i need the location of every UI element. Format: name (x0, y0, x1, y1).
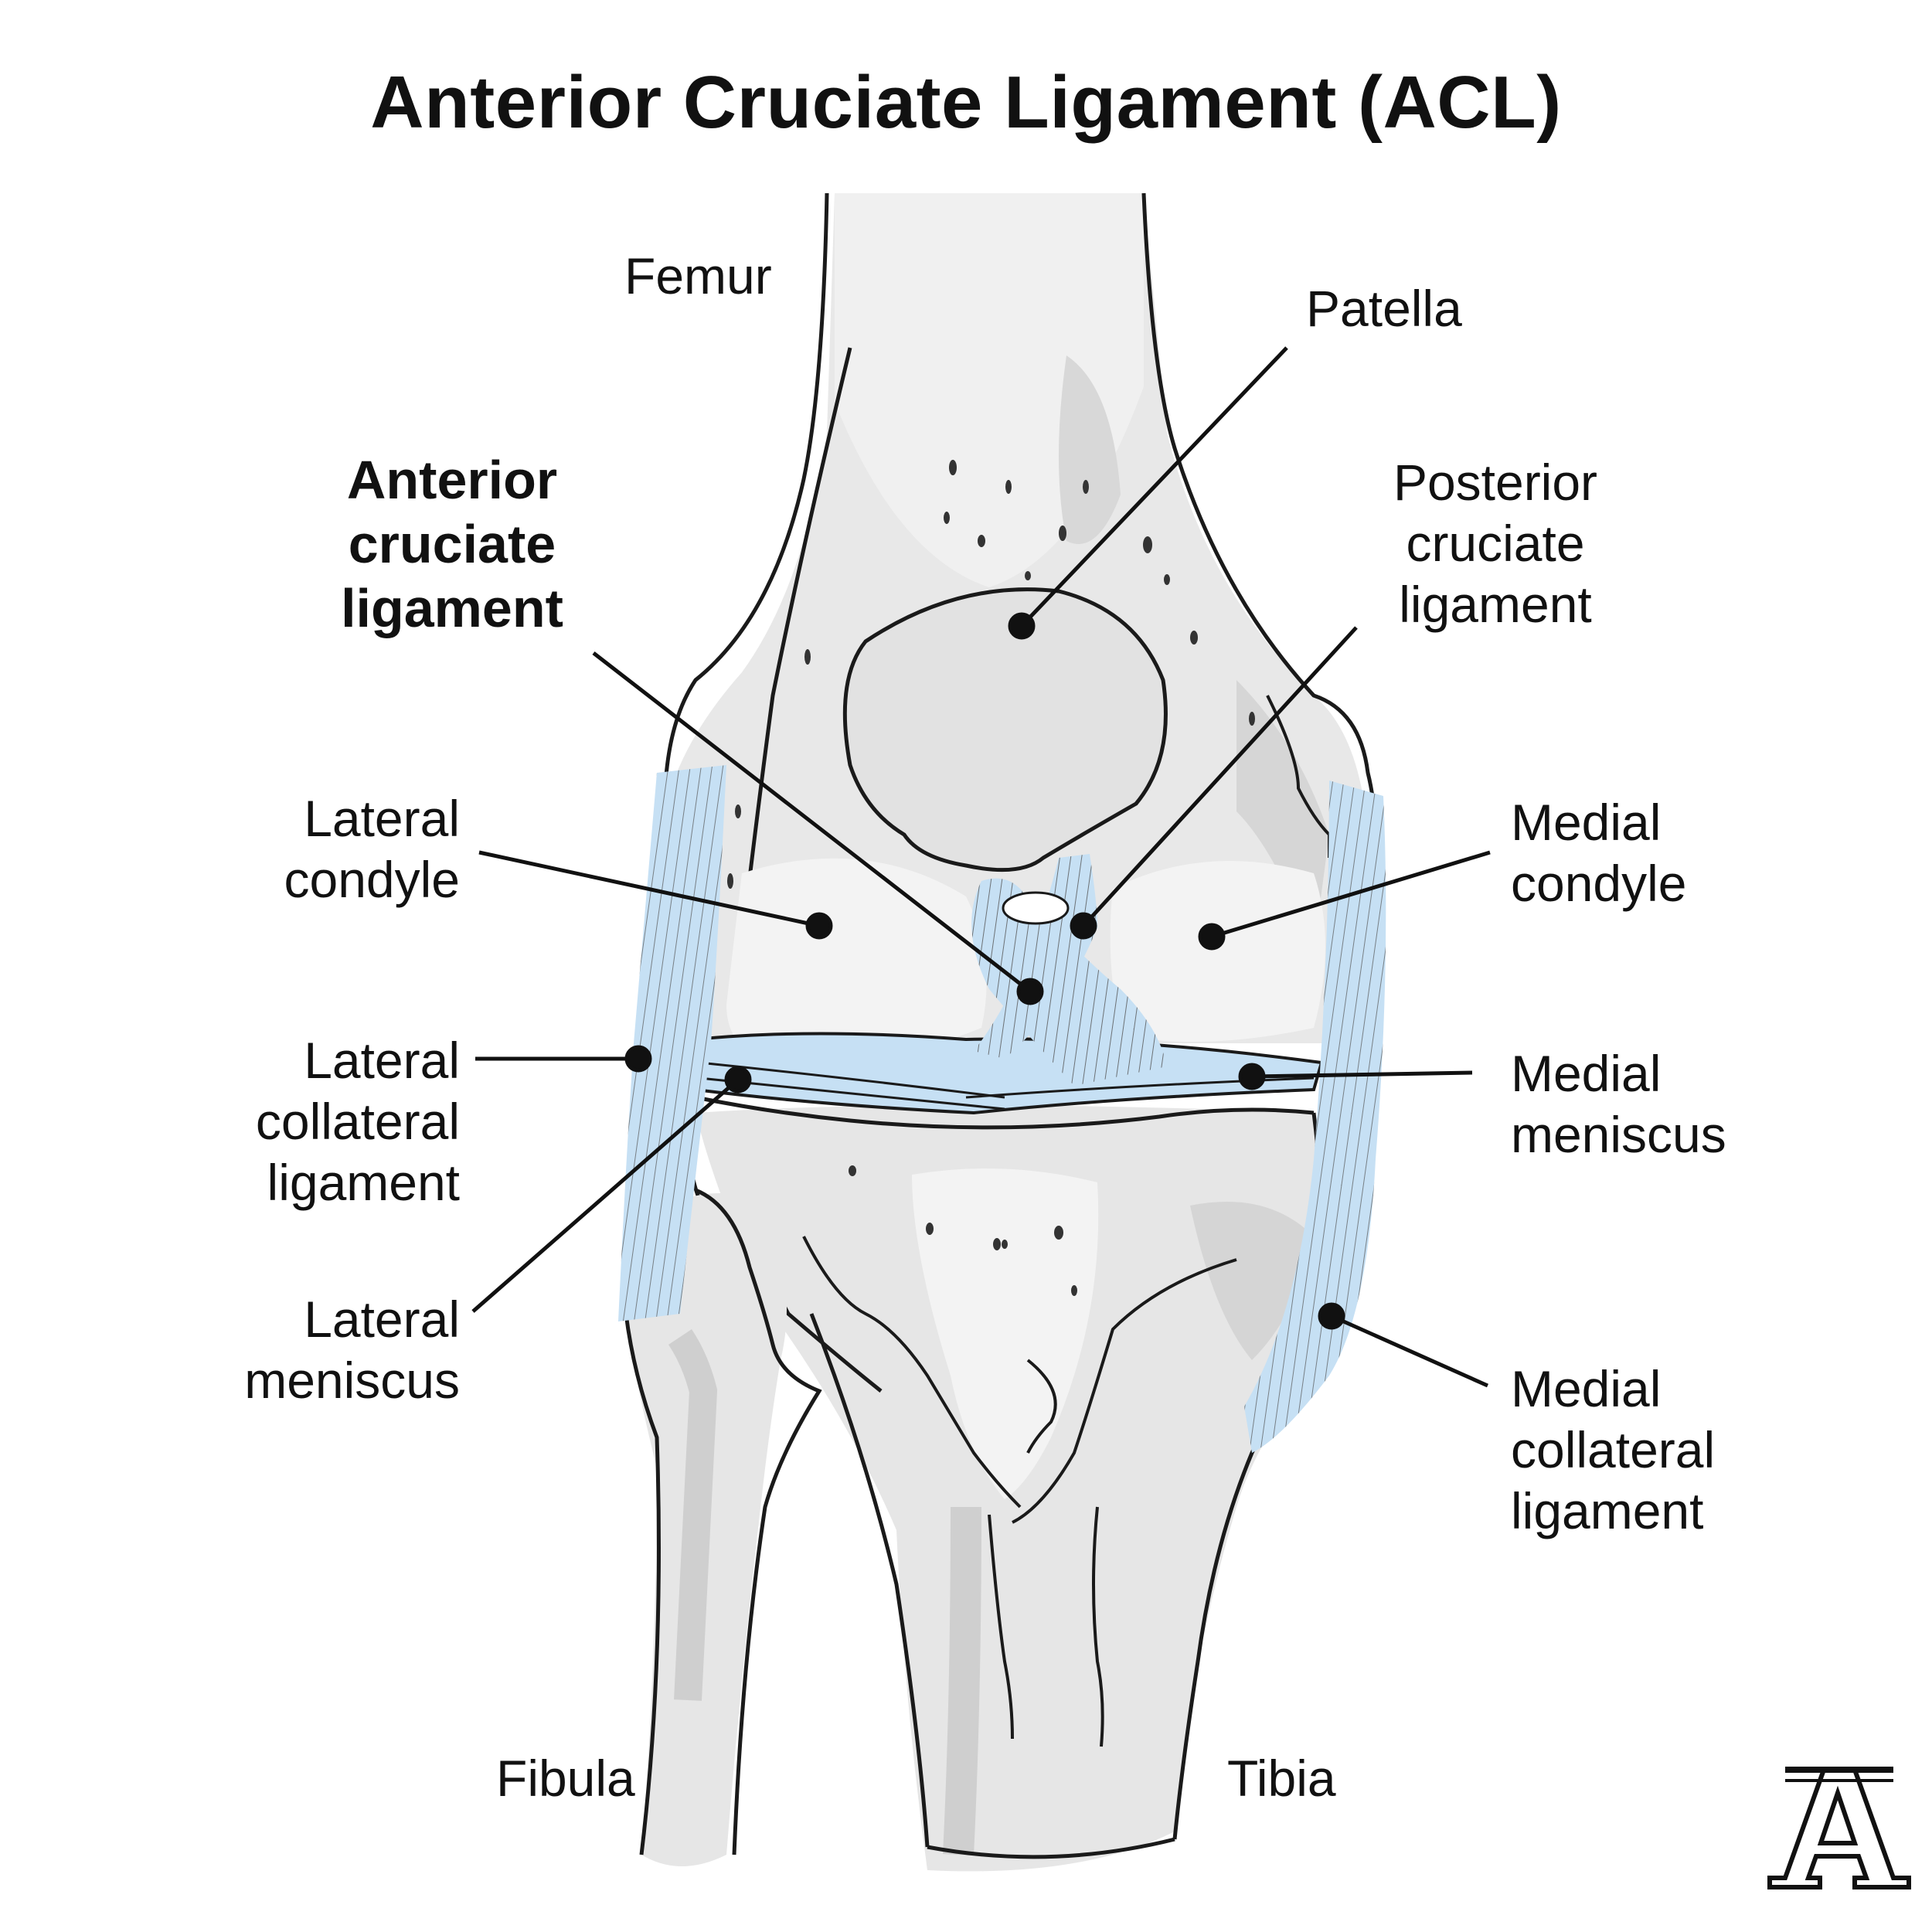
label-fibula: Fibula (496, 1750, 635, 1807)
medial-collateral-ligament (1244, 781, 1386, 1453)
label-tibia: Tibia (1227, 1750, 1336, 1807)
diagram-title: Anterior Cruciate Ligament (ACL) (370, 61, 1562, 144)
lateral-collateral-ligament (618, 765, 726, 1321)
label-femur: Femur (624, 247, 772, 304)
anterior-cruciate-ligament (971, 878, 1167, 1086)
tibia-bone (688, 1105, 1337, 1872)
patella-bone (842, 587, 1168, 872)
athletic-a-logo (1767, 1767, 1911, 1889)
menisci (694, 1032, 1324, 1130)
leader-lines (471, 346, 1491, 1388)
label-patella: Patella (1306, 280, 1462, 337)
